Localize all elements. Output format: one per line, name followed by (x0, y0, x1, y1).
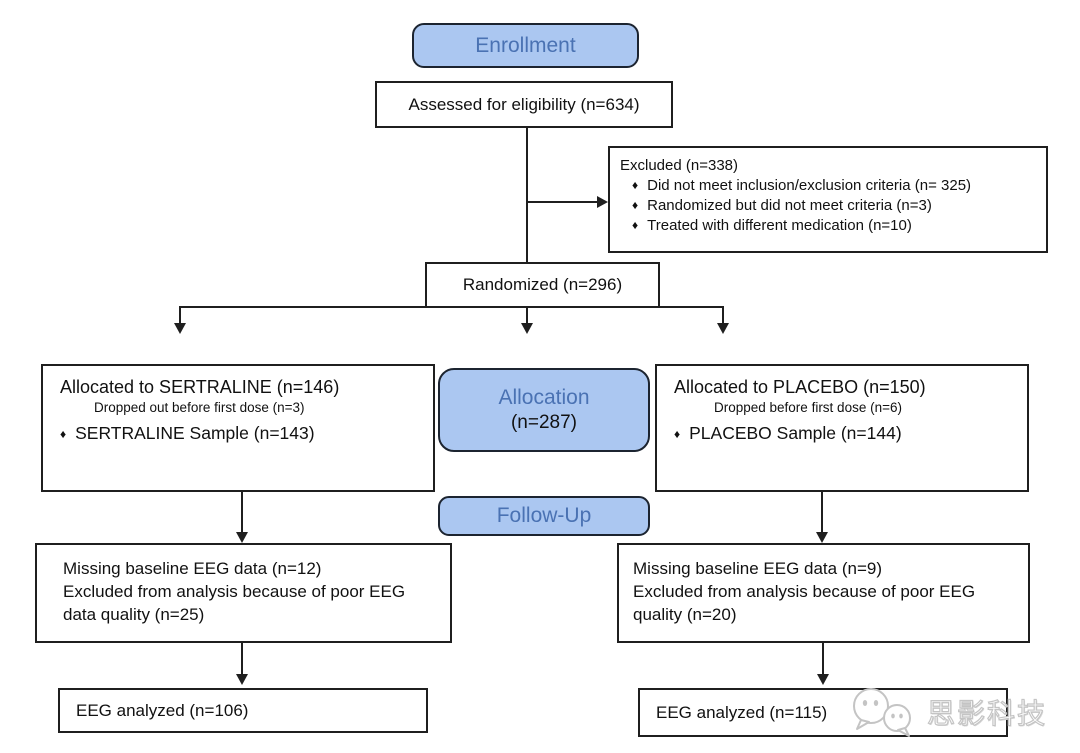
excluded-item: ♦ Randomized but did not meet criteria (… (620, 197, 1036, 214)
followup-right-box: Missing baseline EEG data (n=9) Excluded… (617, 543, 1030, 643)
connector-split-right (722, 306, 724, 324)
placebo-line3: ♦ PLACEBO Sample (n=144) (674, 423, 1027, 444)
connector-split-middle (526, 308, 528, 324)
connector-followup-to-analyzed-right (822, 643, 824, 676)
connector-assessed-to-randomized (526, 128, 528, 262)
stage-enrollment-label: Enrollment (475, 33, 576, 57)
sertraline-line2: Dropped out before first dose (n=3) (94, 400, 305, 415)
arrowhead-analyzed-left (236, 674, 248, 685)
diamond-bullet-icon: ♦ (632, 218, 639, 232)
analyzed-right-text: EEG analyzed (n=115) (656, 702, 828, 722)
assessed-box: Assessed for eligibility (n=634) (375, 81, 673, 128)
diamond-bullet-icon: ♦ (632, 198, 639, 212)
excluded-title: Excluded (n=338) (620, 157, 738, 174)
arrowhead-analyzed-right (817, 674, 829, 685)
stage-enrollment: Enrollment (412, 23, 639, 68)
analyzed-left-text: EEG analyzed (n=106) (76, 700, 249, 720)
stage-followup-label: Follow-Up (496, 504, 592, 527)
diamond-bullet-icon: ♦ (632, 178, 639, 192)
wechat-icon (853, 688, 911, 737)
connector-sertraline-to-followup (241, 492, 243, 534)
excluded-item-text: Treated with different medication (n=10) (647, 217, 912, 234)
arrowhead-excluded (597, 196, 608, 208)
followup-right-line2: Excluded from analysis because of poor E… (633, 581, 976, 624)
analyzed-right-box: EEG analyzed (n=115) (638, 688, 1008, 737)
stage-allocation-label: Allocation (498, 386, 590, 409)
sertraline-box: Allocated to SERTRALINE (n=146) Dropped … (41, 364, 435, 492)
stage-allocation-count: (n=287) (510, 412, 578, 433)
randomized-box: Randomized (n=296) (425, 262, 660, 308)
excluded-item: ♦ Did not meet inclusion/exclusion crite… (620, 177, 1036, 194)
arrowhead-followup-left (236, 532, 248, 543)
arrowhead-placebo (717, 323, 729, 334)
diamond-bullet-icon: ♦ (60, 427, 67, 441)
followup-left-line1: Missing baseline EEG data (n=12) (63, 559, 322, 578)
stage-followup: Follow-Up (438, 496, 650, 536)
placebo-line1: Allocated to PLACEBO (n=150) (674, 377, 926, 397)
connector-to-excluded (527, 201, 597, 203)
connector-placebo-to-followup (821, 492, 823, 534)
sertraline-line3: ♦ SERTRALINE Sample (n=143) (60, 423, 433, 444)
placebo-line2: Dropped before first dose (n=6) (714, 400, 902, 415)
analyzed-left-box: EEG analyzed (n=106) (58, 688, 428, 733)
sertraline-line1: Allocated to SERTRALINE (n=146) (60, 377, 340, 397)
arrowhead-sertraline (174, 323, 186, 334)
stage-allocation: Allocation (n=287) (438, 368, 650, 452)
assessed-text: Assessed for eligibility (n=634) (408, 94, 640, 114)
excluded-item-text: Did not meet inclusion/exclusion criteri… (647, 177, 972, 194)
sertraline-line3-text: SERTRALINE Sample (n=143) (75, 423, 315, 443)
followup-left-line2: Excluded from analysis because of poor E… (63, 581, 406, 624)
arrowhead-allocation (521, 323, 533, 334)
followup-right-line1: Missing baseline EEG data (n=9) (633, 559, 882, 578)
placebo-line3-text: PLACEBO Sample (n=144) (689, 423, 902, 443)
watermark: 思影科技 (845, 682, 1047, 742)
diamond-bullet-icon: ♦ (674, 427, 681, 441)
excluded-box: Excluded (n=338) ♦ Did not meet inclusio… (608, 146, 1048, 253)
connector-followup-to-analyzed-left (241, 643, 243, 676)
connector-split-left (179, 306, 181, 324)
followup-left-box: Missing baseline EEG data (n=12) Exclude… (35, 543, 452, 643)
randomized-text: Randomized (n=296) (462, 275, 623, 294)
arrowhead-followup-right (816, 532, 828, 543)
excluded-item-text: Randomized but did not meet criteria (n=… (647, 197, 932, 214)
watermark-text: 思影科技 (926, 697, 1048, 729)
placebo-box: Allocated to PLACEBO (n=150) Dropped bef… (655, 364, 1029, 492)
excluded-item: ♦ Treated with different medication (n=1… (620, 217, 1036, 234)
